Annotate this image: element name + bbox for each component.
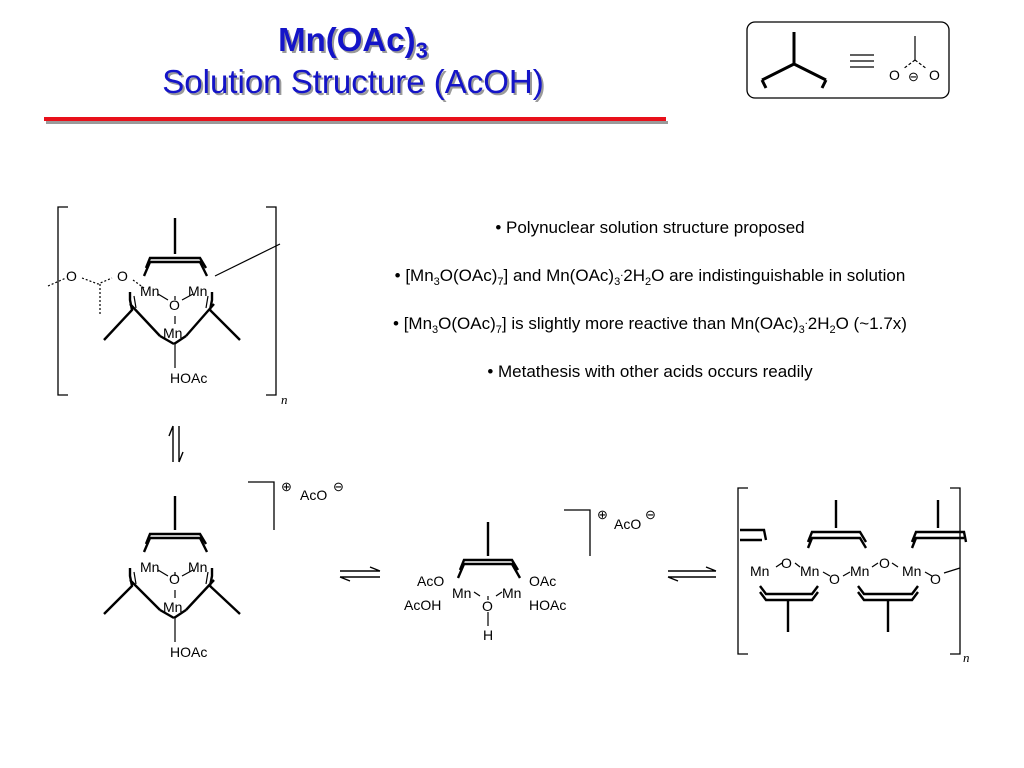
chain-o-4: O [930, 571, 941, 587]
dimer-bridging-h: H [483, 627, 493, 643]
bullet-indistinguishable: • [Mn3O(OAc)7] and Mn(OAc)3.2H2O are ind… [394, 266, 906, 288]
vertical-equilibrium-arrow [168, 425, 184, 463]
top-acetate-o-right: O [117, 268, 128, 284]
legend-oxygen-left: O [889, 67, 900, 83]
title-rule-shadow [46, 121, 668, 124]
top-acetate-o-left: O [66, 268, 77, 284]
dimer-aco-left: AcO [417, 573, 444, 589]
dimer-mn-right: Mn [502, 585, 521, 601]
chain-mn-2: Mn [800, 563, 819, 579]
cationic-trinuclear-structure: Mn Mn O Mn HOAc ⊕ AcO ⊖ [103, 479, 344, 660]
cation-mn-right: Mn [188, 559, 207, 575]
top-polymer-n: n [281, 392, 288, 407]
horizontal-equilibrium-arrow-left [339, 566, 381, 582]
cation-hoac-ligand: HOAc [170, 644, 207, 660]
chain-o-2: O [829, 571, 840, 587]
top-mn-right: Mn [188, 283, 207, 299]
chain-mn-1: Mn [750, 563, 769, 579]
dimer-oac-right: OAc [529, 573, 556, 589]
bullet-metathesis: • Metathesis with other acids occurs rea… [487, 362, 813, 381]
legend-minus-charge: ⊖ [908, 69, 919, 84]
dimer-acoh-left: AcOH [404, 597, 441, 613]
cation-mu-oxo: O [169, 571, 180, 587]
chain-mn-4: Mn [902, 563, 921, 579]
dinuclear-structure: AcO OAc Mn Mn AcOH HOAc O H ⊕ AcO ⊖ [404, 507, 656, 643]
cation-mn-left: Mn [140, 559, 159, 575]
bullet-reactivity: • [Mn3O(OAc)7] is slightly more reactive… [393, 314, 907, 336]
legend-oxygen-right: O [929, 67, 940, 83]
dimer-acetate-counterion: AcO [614, 516, 641, 532]
polymeric-chain-structure: Mn O Mn O Mn O Mn O n [737, 487, 970, 665]
chain-mn-3: Mn [850, 563, 869, 579]
cation-counterion-minus: ⊖ [333, 479, 344, 494]
cation-mn-bottom: Mn [163, 599, 182, 615]
top-mn-bottom: Mn [163, 325, 182, 341]
slide-subtitle: Solution Structure (AcOH) [162, 63, 544, 100]
bullet-polynuclear: • Polynuclear solution structure propose… [495, 218, 805, 237]
cation-acetate-counterion: AcO [300, 487, 327, 503]
horizontal-equilibrium-arrow-right [667, 566, 717, 582]
top-mu-oxo: O [169, 297, 180, 313]
chain-polymer-n: n [963, 650, 970, 665]
top-hoac-ligand: HOAc [170, 370, 207, 386]
dimer-mn-left: Mn [452, 585, 471, 601]
acetate-legend-box: O O ⊖ [746, 21, 950, 99]
title-rule [44, 117, 666, 121]
chain-o-3: O [879, 555, 890, 571]
cation-plus-charge: ⊕ [281, 479, 292, 494]
top-trinuclear-structure: O O Mn Mn O Mn HOAc n [47, 206, 288, 407]
slide-title: Mn(OAc)3 [278, 21, 428, 64]
dimer-counterion-minus: ⊖ [645, 507, 656, 522]
dimer-plus-charge: ⊕ [597, 507, 608, 522]
dimer-bridging-o: O [482, 598, 493, 614]
chain-o-1: O [781, 555, 792, 571]
dimer-hoac-right: HOAc [529, 597, 566, 613]
top-mn-left: Mn [140, 283, 159, 299]
